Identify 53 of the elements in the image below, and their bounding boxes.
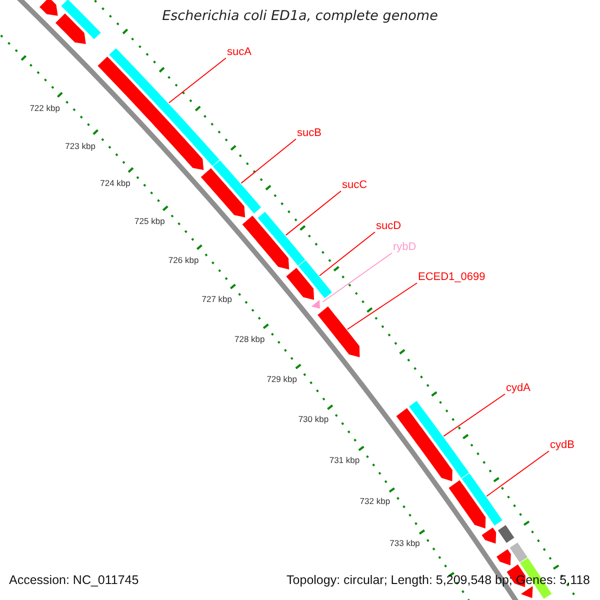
gene-feature bbox=[256, 210, 306, 267]
footer-text: Topology: circular; Length: 5,209,548 bp; Genes: 5,118 bbox=[286, 574, 591, 588]
leader-line bbox=[486, 450, 550, 497]
cds-feature bbox=[448, 479, 486, 530]
leader-line bbox=[168, 58, 226, 104]
cds-feature bbox=[241, 214, 290, 270]
footer-text: Accession: NC_011745 bbox=[8, 574, 140, 588]
scale-label: 725 kbp bbox=[134, 217, 166, 227]
scale-label: 723 kbp bbox=[64, 142, 96, 151]
cds-feature bbox=[285, 267, 315, 301]
gene-feature bbox=[508, 542, 528, 564]
cds-feature bbox=[480, 526, 497, 544]
cds-feature bbox=[200, 167, 246, 218]
gene-feature bbox=[460, 472, 504, 526]
cds-feature bbox=[54, 12, 87, 45]
leader-line bbox=[240, 138, 296, 184]
gene-label: sucD bbox=[376, 220, 402, 232]
scale-label: 727 kbp bbox=[200, 294, 233, 304]
gene-label: rybD bbox=[393, 241, 416, 254]
gene-label: sucA bbox=[227, 46, 252, 58]
scale-label: 729 kbp bbox=[266, 374, 298, 384]
cds-feature bbox=[310, 298, 320, 310]
gene-feature bbox=[60, 0, 102, 40]
gene-label: cydB bbox=[550, 439, 574, 452]
gene-feature bbox=[298, 259, 333, 300]
leader-line bbox=[319, 232, 376, 276]
cds-feature bbox=[96, 56, 204, 171]
leader-line bbox=[346, 282, 418, 330]
gene-label: cydA bbox=[506, 382, 530, 394]
leader-line bbox=[285, 190, 342, 236]
cds-feature bbox=[496, 548, 512, 566]
gene-feature bbox=[212, 159, 262, 214]
map-title: Escherichia coli ED1a, complete genome bbox=[161, 9, 439, 24]
scale-label: 732 kbp bbox=[358, 497, 392, 507]
leader-line bbox=[443, 394, 506, 437]
cds-feature bbox=[520, 586, 534, 599]
gene-feature bbox=[408, 400, 470, 480]
scale-label: 728 kbp bbox=[234, 334, 266, 344]
gene-label: sucC bbox=[342, 179, 368, 192]
gene-feature bbox=[108, 47, 220, 167]
scale-label: 733 kbp bbox=[388, 539, 421, 548]
gene-label: ECED1_0699 bbox=[418, 271, 486, 284]
cds-feature bbox=[38, 0, 59, 16]
cds-feature bbox=[395, 407, 453, 482]
scale-label: 726 kbp bbox=[167, 256, 200, 266]
scale-label: 722 kbp bbox=[28, 104, 61, 114]
scale-label: 724 kbp bbox=[99, 179, 132, 189]
scale-label: 730 kbp bbox=[297, 415, 330, 424]
gene-feature bbox=[497, 524, 516, 544]
leader-line bbox=[322, 252, 392, 302]
cds-feature bbox=[316, 306, 360, 358]
gene-label: sucB bbox=[297, 127, 322, 140]
scale-label: 731 kbp bbox=[328, 456, 361, 466]
